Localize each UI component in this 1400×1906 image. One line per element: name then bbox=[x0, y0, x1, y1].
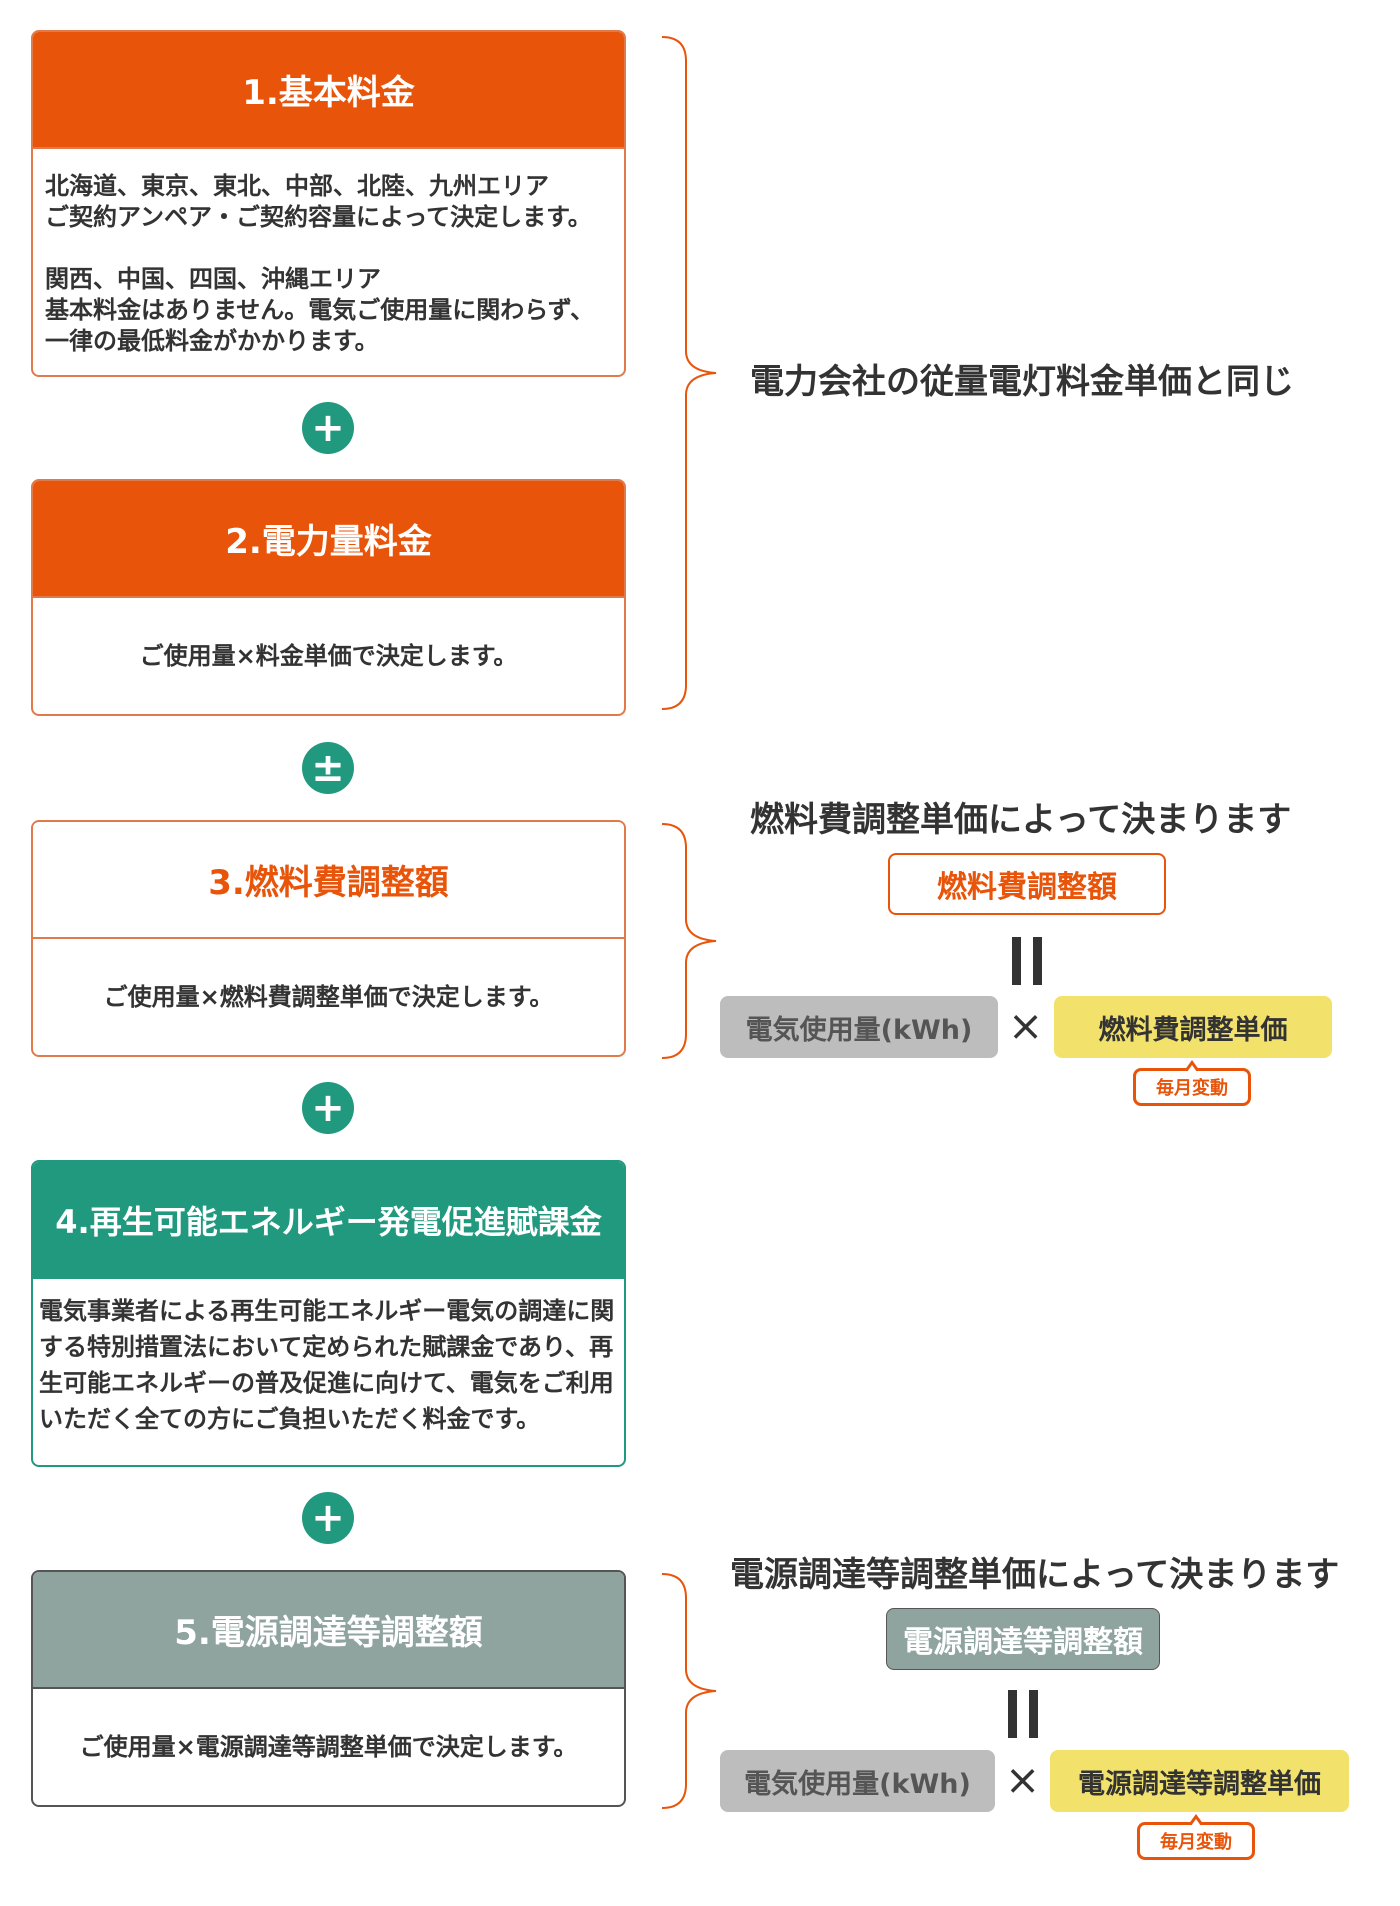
card-source-adjustment: 5.電源調達等調整額 ご使用量×電源調達等調整単価で決定します。 bbox=[31, 1570, 626, 1807]
equals-icon bbox=[1012, 937, 1042, 985]
text-line: 一律の最低料金がかかります。 bbox=[45, 327, 379, 355]
text-line: 基本料金はありません。電気ご使用量に関わらず、 bbox=[45, 296, 595, 324]
plus-icon: + bbox=[302, 1082, 354, 1134]
times-icon: × bbox=[1008, 1001, 1044, 1050]
plus-icon: + bbox=[302, 402, 354, 454]
times-icon: × bbox=[1005, 1755, 1041, 1804]
monthly-change-badge: 毎月変動 bbox=[1133, 1060, 1251, 1106]
card-energy-charge: 2.電力量料金 ご使用量×料金単価で決定します。 bbox=[31, 479, 626, 716]
usage-box: 電気使用量(kWh) bbox=[720, 996, 998, 1058]
plus-minus-icon: ± bbox=[302, 742, 354, 794]
text-line: 生可能エネルギーの普及促進に向けて、電気をご利用 bbox=[39, 1369, 614, 1397]
card-title: 4.再生可能エネルギー発電促進賦課金 bbox=[33, 1162, 624, 1279]
monthly-change-badge: 毎月変動 bbox=[1137, 1814, 1255, 1860]
fuel-formula-title: 燃料費調整単価によって決まります bbox=[750, 800, 1292, 840]
brace-icon bbox=[661, 36, 717, 710]
card-body: 北海道、東京、東北、中部、北陸、九州エリア ご契約アンペア・ご契約容量によって決… bbox=[33, 149, 624, 375]
card-title: 1.基本料金 bbox=[33, 32, 624, 149]
brace-icon bbox=[661, 1573, 717, 1809]
card-title: 2.電力量料金 bbox=[33, 481, 624, 598]
card-body: ご使用量×電源調達等調整単価で決定します。 bbox=[79, 1732, 578, 1761]
plus-icon: + bbox=[302, 1492, 354, 1544]
text-line: ご契約アンペア・ご契約容量によって決定します。 bbox=[45, 203, 592, 231]
text-line: する特別措置法において定められた賦課金であり、再 bbox=[39, 1333, 614, 1361]
source-result-box: 電源調達等調整額 bbox=[886, 1608, 1160, 1670]
text-line: 関西、中国、四国、沖縄エリア bbox=[45, 265, 381, 293]
fuel-rate-box: 燃料費調整単価 bbox=[1054, 996, 1332, 1058]
text-line: いただく全ての方にご負担いただく料金です。 bbox=[39, 1405, 541, 1433]
fuel-result-box: 燃料費調整額 bbox=[888, 853, 1166, 915]
card-body: 電気事業者による再生可能エネルギー電気の調達に関 する特別措置法において定められ… bbox=[33, 1279, 624, 1451]
card-title: 3.燃料費調整額 bbox=[33, 822, 624, 939]
text-line: 電気事業者による再生可能エネルギー電気の調達に関 bbox=[39, 1297, 615, 1325]
card-fuel-adjustment: 3.燃料費調整額 ご使用量×燃料費調整単価で決定します。 bbox=[31, 820, 626, 1057]
source-formula-title: 電源調達等調整単価によって決まります bbox=[730, 1555, 1340, 1595]
same-as-note: 電力会社の従量電灯料金単価と同じ bbox=[750, 362, 1294, 402]
text-line: 北海道、東京、東北、中部、北陸、九州エリア bbox=[45, 172, 549, 200]
brace-icon bbox=[661, 823, 717, 1059]
card-title: 5.電源調達等調整額 bbox=[33, 1572, 624, 1689]
equals-icon bbox=[1008, 1690, 1038, 1738]
card-renewable-surcharge: 4.再生可能エネルギー発電促進賦課金 電気事業者による再生可能エネルギー電気の調… bbox=[31, 1160, 626, 1467]
card-body: ご使用量×燃料費調整単価で決定します。 bbox=[103, 982, 554, 1011]
card-basic-charge: 1.基本料金 北海道、東京、東北、中部、北陸、九州エリア ご契約アンペア・ご契約… bbox=[31, 30, 626, 377]
card-body: ご使用量×料金単価で決定します。 bbox=[139, 641, 518, 670]
source-rate-box: 電源調達等調整単価 bbox=[1050, 1750, 1349, 1812]
usage-box: 電気使用量(kWh) bbox=[720, 1750, 995, 1812]
